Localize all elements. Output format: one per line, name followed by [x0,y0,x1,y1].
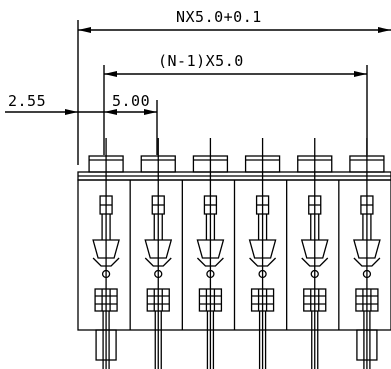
offset-dimension-label: 2.55 [8,92,46,110]
pitch-arrow-right [144,109,157,115]
contact-funnel [248,239,277,259]
terminal-cell [88,138,124,369]
inner-dimension-label: (N-1)X5.0 [158,52,244,70]
pin-circle [362,269,372,279]
offset-arrow-left [65,109,78,115]
pin-circle [310,269,319,279]
contact-lip [353,257,381,267]
mounting-foot [95,329,117,361]
inner-arrow-right [354,71,367,77]
pin-housing [146,288,170,312]
overall-arrow-left [78,27,91,33]
contact-lip [301,257,329,267]
pin-circle [258,269,267,279]
contact-funnel [144,239,173,259]
contact-funnel [300,239,329,259]
overall-dimension-label: NX5.0+0.1 [176,8,262,26]
contact-lip [196,257,224,267]
contact-funnel [353,239,381,259]
inner-arrow-left [104,71,117,77]
pin-housing [94,288,118,312]
contact-funnel [92,239,120,259]
pin-circle [154,269,163,279]
terminal-cell [286,138,333,369]
pin-circle [101,269,111,279]
contact-lip [144,257,172,267]
overall-arrow-right [378,27,391,33]
pin-housing [355,288,379,312]
pin-circle [206,269,215,279]
contact-lip [92,257,120,267]
terminal-array [88,138,385,369]
contact-lip [249,257,277,267]
mounting-foot [356,329,378,361]
terminal-cell [129,138,176,369]
contact-funnel [196,239,225,259]
dimension-annotations [5,20,391,165]
pin-housing [198,288,223,312]
pitch-dimension-label: 5.00 [112,92,150,110]
terminal-cell [181,138,229,369]
terminal-cell [233,138,281,369]
pin-housing [303,288,327,312]
pin-housing [250,288,275,312]
